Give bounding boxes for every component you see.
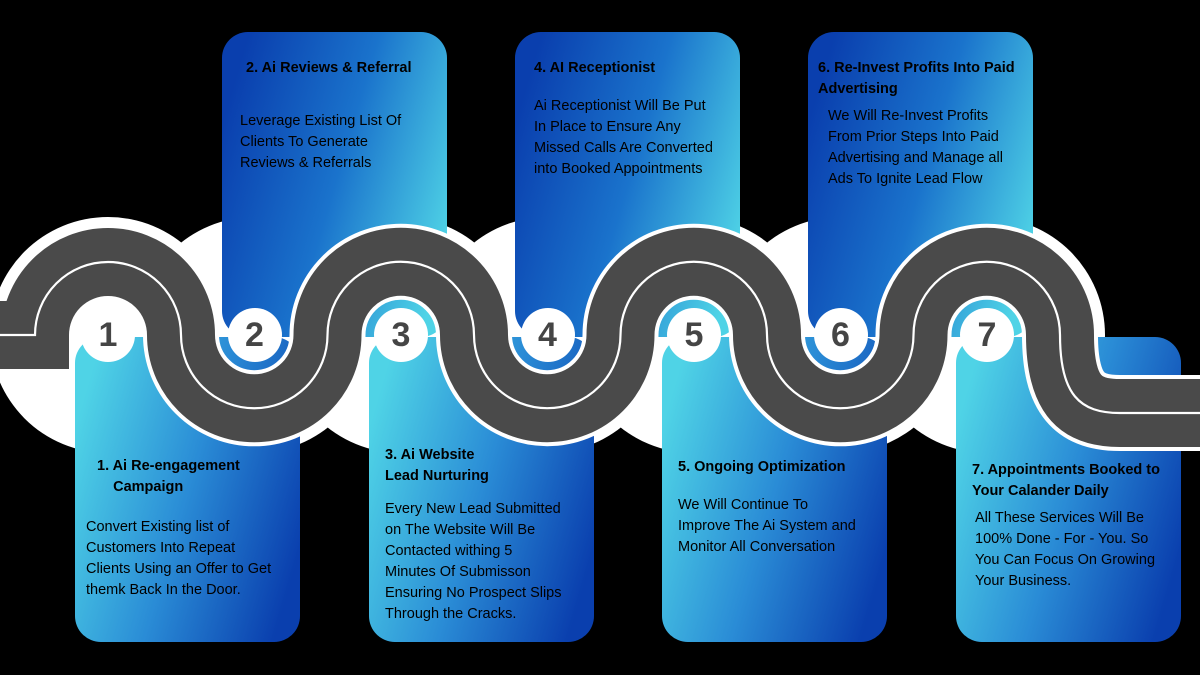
road-layer — [0, 260, 1200, 415]
step-number-5: 5 — [667, 308, 721, 362]
step-number-7: 7 — [960, 308, 1014, 362]
step-description-1: Convert Existing list of Customers Into … — [86, 519, 272, 598]
step-description-2: Leverage Existing List Of Clients To Gen… — [240, 113, 402, 171]
step-title-2: 2. Ai Reviews & Referral — [246, 60, 412, 76]
step-title-1: 1. Ai Re-engagement Campaign — [97, 458, 240, 495]
step-description-6: We Will Re-Invest Profits From Prior Ste… — [828, 108, 1003, 187]
step-title-4: 4. AI Receptionist — [534, 60, 656, 76]
step-title-7: 7. Appointments Booked to Your Calander … — [972, 462, 1160, 499]
step-number-1: 1 — [81, 308, 135, 362]
step-number-2: 2 — [227, 308, 282, 362]
step-title-3: 3. Ai Website Lead Nurturing — [385, 447, 489, 484]
step-description-3: Every New Lead Submitted on The Website … — [385, 501, 562, 622]
step-description-5: We Will Continue To Improve The Ai Syste… — [678, 497, 856, 555]
step-number-4: 4 — [520, 308, 575, 362]
step-title-6: 6. Re-Invest Profits Into Paid Advertisi… — [818, 60, 1015, 97]
step-description-7: All These Services Will Be 100% Done - F… — [975, 510, 1156, 589]
step-title-5: 5. Ongoing Optimization — [678, 459, 846, 475]
step-description-4: Ai Receptionist Will Be Put In Place to … — [534, 98, 713, 177]
step-number-6: 6 — [813, 308, 868, 362]
step-number-3: 3 — [374, 308, 428, 362]
winding-road — [0, 223, 1200, 451]
